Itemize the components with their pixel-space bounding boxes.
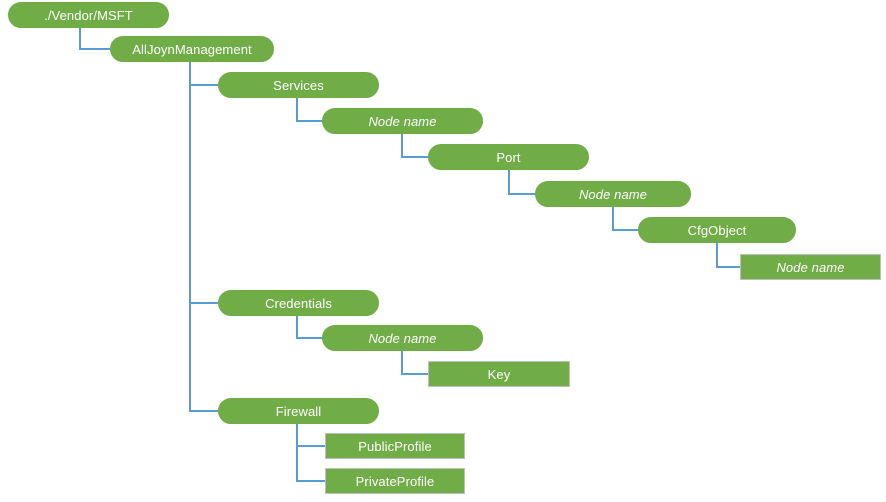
connector-firewall-to-publicprofile xyxy=(296,423,326,447)
tree-node-services[interactable]: Services xyxy=(218,72,379,98)
connector-vendor-msft-to-alljoynmanagement xyxy=(79,27,111,50)
tree-node-cfgobject-nodename[interactable]: Node name xyxy=(740,254,881,280)
tree-node-cfgobject[interactable]: CfgObject xyxy=(638,217,796,243)
connector-port-to-port-nodename xyxy=(508,169,536,195)
tree-node-alljoynmanagement[interactable]: AllJoynManagement xyxy=(110,36,274,62)
tree-node-credentials-nodename[interactable]: Node name xyxy=(322,325,483,351)
tree-node-firewall[interactable]: Firewall xyxy=(218,398,379,424)
connector-port-nodename-to-cfgobject xyxy=(612,206,639,231)
tree-node-port-nodename[interactable]: Node name xyxy=(535,181,691,207)
connector-alljoynmanagement-to-firewall xyxy=(189,61,219,412)
connector-alljoynmanagement-to-services xyxy=(189,61,219,86)
tree-node-credentials[interactable]: Credentials xyxy=(218,290,379,316)
connector-firewall-to-privateprofile xyxy=(296,423,326,482)
connector-cfgobject-to-cfgobject-nodename xyxy=(716,242,741,268)
connector-credentials-nodename-to-key xyxy=(401,350,429,375)
connector-services-to-services-nodename xyxy=(296,97,323,122)
connector-alljoynmanagement-to-credentials xyxy=(189,61,219,304)
tree-node-port[interactable]: Port xyxy=(428,144,589,170)
tree-node-vendor-msft[interactable]: ./Vendor/MSFT xyxy=(8,2,169,28)
tree-node-privateprofile[interactable]: PrivateProfile xyxy=(325,468,465,494)
connector-services-nodename-to-port xyxy=(401,133,429,158)
tree-node-key[interactable]: Key xyxy=(428,361,570,387)
tree-node-services-nodename[interactable]: Node name xyxy=(322,108,483,134)
connector-credentials-to-credentials-nodename xyxy=(296,315,323,339)
tree-node-publicprofile[interactable]: PublicProfile xyxy=(325,433,465,459)
